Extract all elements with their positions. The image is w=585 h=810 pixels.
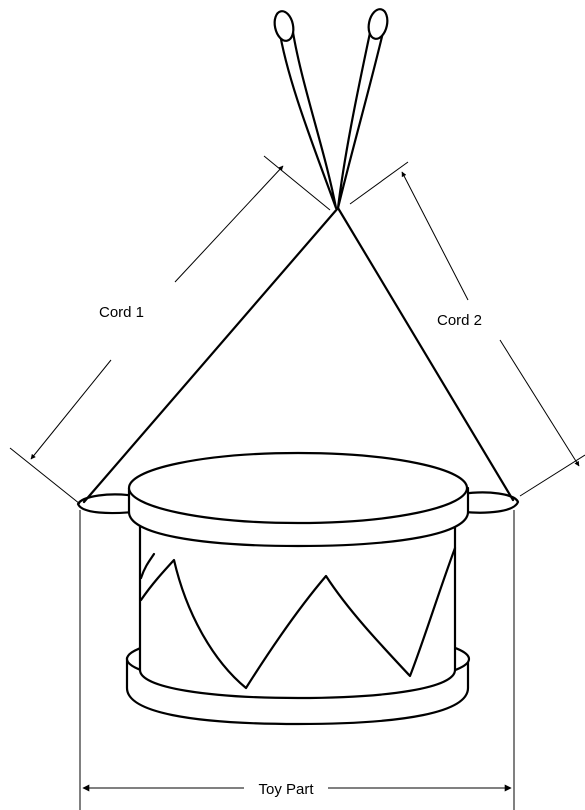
toy-part-label: Toy Part	[258, 781, 314, 798]
drum-zigzag	[139, 546, 457, 690]
drum-handle-right	[460, 491, 520, 514]
drumsticks	[273, 8, 389, 210]
drumstick-left	[273, 10, 338, 210]
cord-1-dimension: Cord 1	[9, 155, 331, 505]
cord-1-label: Cord 1	[99, 304, 144, 321]
drumstick-right	[336, 8, 389, 210]
drum-head	[127, 451, 469, 525]
drum	[76, 451, 520, 726]
cord-2-label: Cord 2	[437, 312, 482, 329]
cord-1	[82, 206, 340, 504]
cord-2-dimension: Cord 2	[349, 161, 585, 497]
toy-part-dimension: Toy Part	[79, 510, 515, 810]
cord-2	[336, 206, 515, 502]
drum-handle-left	[76, 493, 137, 515]
